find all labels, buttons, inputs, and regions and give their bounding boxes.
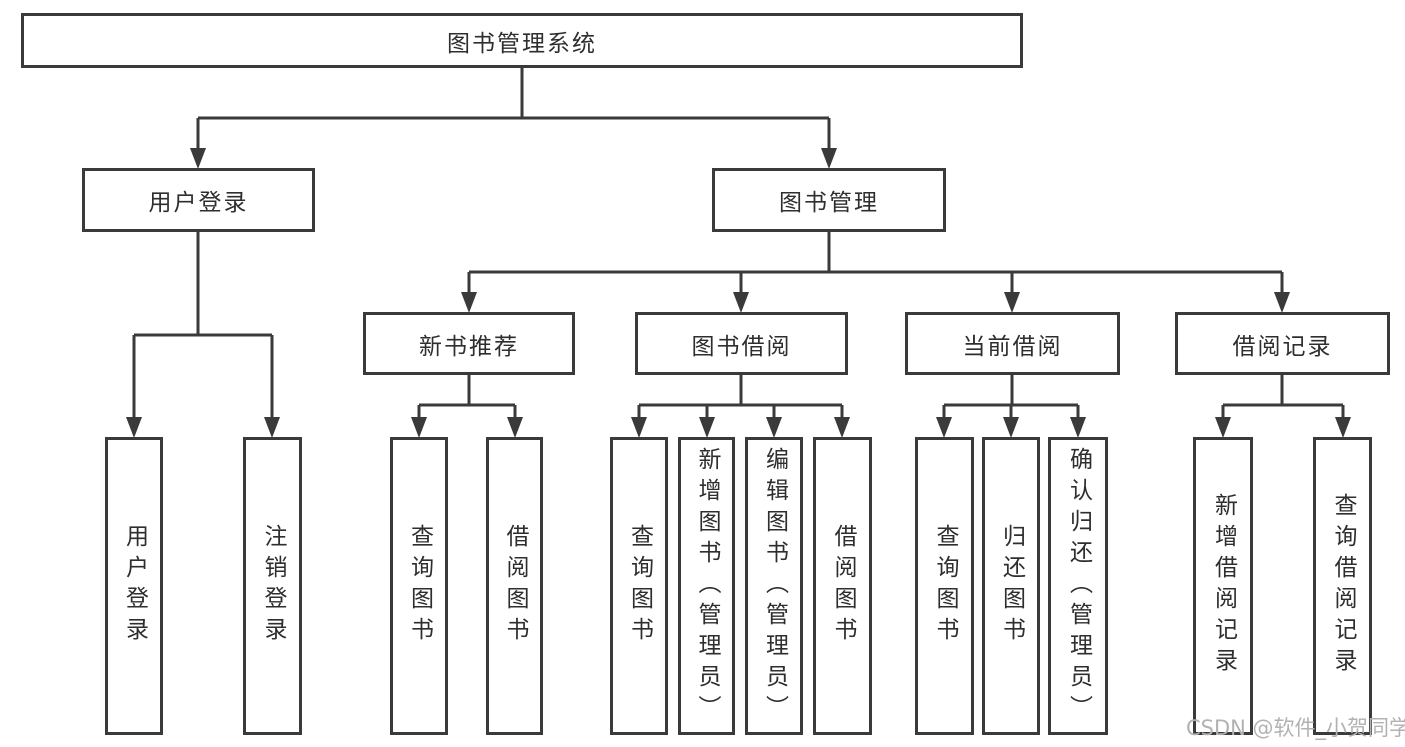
leaf-borrow-books-recommend: 借阅图书 (486, 437, 543, 735)
leaf-confirm-return-admin: 确认归还（管理员） (1048, 437, 1108, 735)
leaf-query-books-borrow: 查询图书 (610, 437, 668, 735)
node-book-management: 图书管理 (712, 168, 946, 232)
node-book-borrowing: 图书借阅 (635, 312, 848, 375)
leaf-add-borrow-record: 新增借阅记录 (1193, 437, 1253, 735)
leaf-query-books-current: 查询图书 (915, 437, 974, 735)
node-root-system: 图书管理系统 (21, 13, 1023, 68)
leaf-user-login: 用户登录 (105, 437, 163, 735)
node-borrow-records: 借阅记录 (1175, 312, 1390, 375)
leaf-return-books: 归还图书 (982, 437, 1040, 735)
arrowhead-icons (126, 148, 1351, 438)
leaf-query-borrow-record: 查询借阅记录 (1313, 437, 1372, 735)
node-user-login: 用户登录 (82, 168, 315, 232)
leaf-edit-books-admin: 编辑图书（管理员） (745, 437, 803, 735)
leaf-logout: 注销登录 (243, 437, 302, 735)
node-new-book-recommend: 新书推荐 (363, 312, 575, 375)
leaf-add-books-admin: 新增图书（管理员） (678, 437, 735, 735)
node-current-borrowing: 当前借阅 (905, 312, 1120, 375)
leaf-query-books-recommend: 查询图书 (390, 437, 448, 735)
leaf-borrow-books: 借阅图书 (813, 437, 872, 735)
csdn-watermark: CSDN @软件_小贺同学 (1186, 716, 1405, 740)
